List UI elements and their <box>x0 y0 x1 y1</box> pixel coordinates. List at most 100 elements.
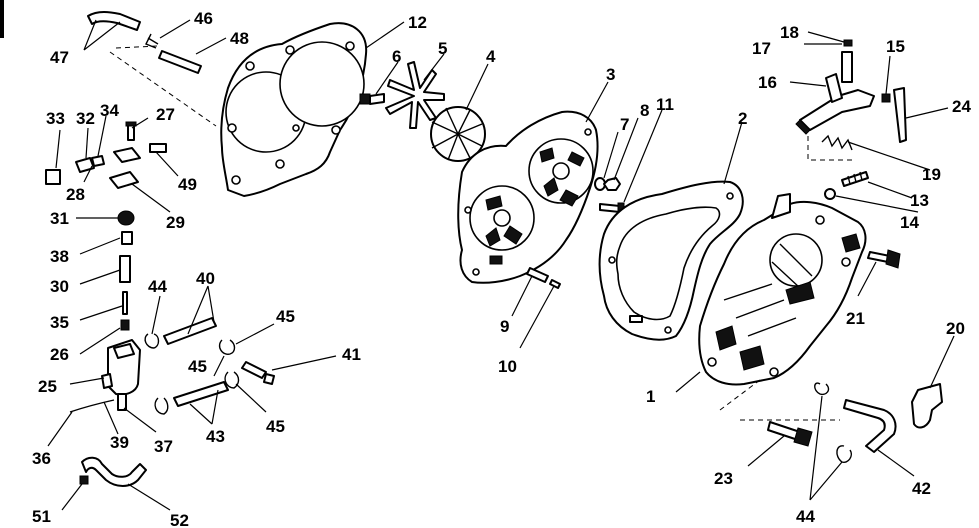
fitting-20 <box>911 383 943 429</box>
callout-29: 29 <box>166 213 185 232</box>
pump-body-1 <box>698 193 867 386</box>
callout-13: 13 <box>910 191 929 210</box>
screw-51 <box>79 475 89 485</box>
clip-44-lower <box>836 445 852 463</box>
screw-6 <box>359 93 385 105</box>
callout-labels: 47 46 48 12 6 5 4 3 7 8 11 2 9 10 1 18 1… <box>32 9 971 528</box>
screw-13 <box>841 171 869 187</box>
callout-23: 23 <box>714 469 733 488</box>
callout-3: 3 <box>606 65 615 84</box>
hose-42 <box>843 399 897 453</box>
callout-46: 46 <box>194 9 213 28</box>
gasket-2 <box>598 180 744 341</box>
callout-40: 40 <box>196 269 215 288</box>
hose-48 <box>158 50 202 74</box>
edge-marker <box>0 0 4 38</box>
gasket-12 <box>220 22 368 197</box>
callout-30: 30 <box>50 277 69 296</box>
callout-39: 39 <box>110 433 129 452</box>
callout-51: 51 <box>32 507 51 526</box>
callout-32: 32 <box>76 109 95 128</box>
callout-18: 18 <box>780 23 799 42</box>
callout-38: 38 <box>50 247 69 266</box>
callout-33: 33 <box>46 109 65 128</box>
callout-15: 15 <box>886 37 905 56</box>
callout-45-middle: 45 <box>188 357 207 376</box>
screw-27 <box>125 121 137 141</box>
pin-49 <box>149 143 167 153</box>
clamp-45-right <box>224 371 240 389</box>
callout-17: 17 <box>752 39 771 58</box>
lever-16 <box>795 73 875 135</box>
callout-42: 42 <box>912 479 931 498</box>
callout-43: 43 <box>206 427 225 446</box>
body-28 <box>113 147 141 163</box>
pin-35 <box>122 291 128 315</box>
callout-7: 7 <box>620 115 629 134</box>
tube-30 <box>119 255 131 283</box>
callout-31: 31 <box>50 209 69 228</box>
screw-10 <box>549 279 561 289</box>
bracket-52 <box>81 456 147 487</box>
diaphragm-4 <box>430 106 486 162</box>
nut-15 <box>881 93 891 103</box>
bolt-23 <box>767 421 813 447</box>
pin-17 <box>841 51 853 83</box>
hose-40 <box>163 317 217 345</box>
clamp-45-left <box>154 397 169 415</box>
callout-12: 12 <box>408 13 427 32</box>
callout-36: 36 <box>32 449 51 468</box>
cap-18 <box>843 39 853 47</box>
hose-43 <box>173 381 229 407</box>
filter-body-25 <box>101 339 141 396</box>
callout-52: 52 <box>170 511 189 528</box>
callout-20: 20 <box>946 319 965 338</box>
callout-14: 14 <box>900 213 919 232</box>
spring-19 <box>821 134 853 151</box>
callout-6: 6 <box>392 47 401 66</box>
callout-26: 26 <box>50 345 69 364</box>
callout-16: 16 <box>758 73 777 92</box>
callout-28: 28 <box>66 185 85 204</box>
clip-44-upper <box>814 382 830 396</box>
nut-26 <box>120 319 130 331</box>
callout-24: 24 <box>952 97 971 116</box>
pin-9 <box>526 267 549 283</box>
valve-32 <box>75 155 105 173</box>
hose-47 <box>87 11 141 31</box>
nut-38 <box>121 231 133 245</box>
callout-11: 11 <box>656 95 674 114</box>
clamp-45-upper <box>218 339 236 355</box>
callout-35: 35 <box>50 313 69 332</box>
cap-33 <box>45 169 61 185</box>
nut-8 <box>603 177 621 191</box>
callout-4: 4 <box>486 47 496 66</box>
callout-47: 47 <box>50 48 69 67</box>
callout-10: 10 <box>498 357 517 376</box>
callout-19: 19 <box>922 165 941 184</box>
callout-9: 9 <box>500 317 509 336</box>
cap-31 <box>117 210 135 226</box>
fitting-41 <box>241 361 275 385</box>
leader-lines <box>47 19 955 511</box>
plate-3 <box>457 110 599 284</box>
callout-2: 2 <box>738 109 747 128</box>
callout-37: 37 <box>154 437 173 456</box>
callout-44-left: 44 <box>148 277 167 296</box>
clamp-44 <box>144 333 160 349</box>
gasket-29 <box>109 171 139 189</box>
callout-1: 1 <box>646 387 655 406</box>
bolt-21 <box>867 249 901 269</box>
callout-25: 25 <box>38 377 57 396</box>
wire-36 <box>69 399 115 413</box>
rod-24 <box>893 87 907 143</box>
callout-8: 8 <box>640 101 649 120</box>
callout-49: 49 <box>178 175 197 194</box>
washer-14 <box>824 188 836 200</box>
callout-34: 34 <box>100 101 119 120</box>
callout-45-top: 45 <box>276 307 295 326</box>
callout-48: 48 <box>230 29 249 48</box>
spring-5 <box>385 61 445 129</box>
callout-27: 27 <box>156 105 175 124</box>
